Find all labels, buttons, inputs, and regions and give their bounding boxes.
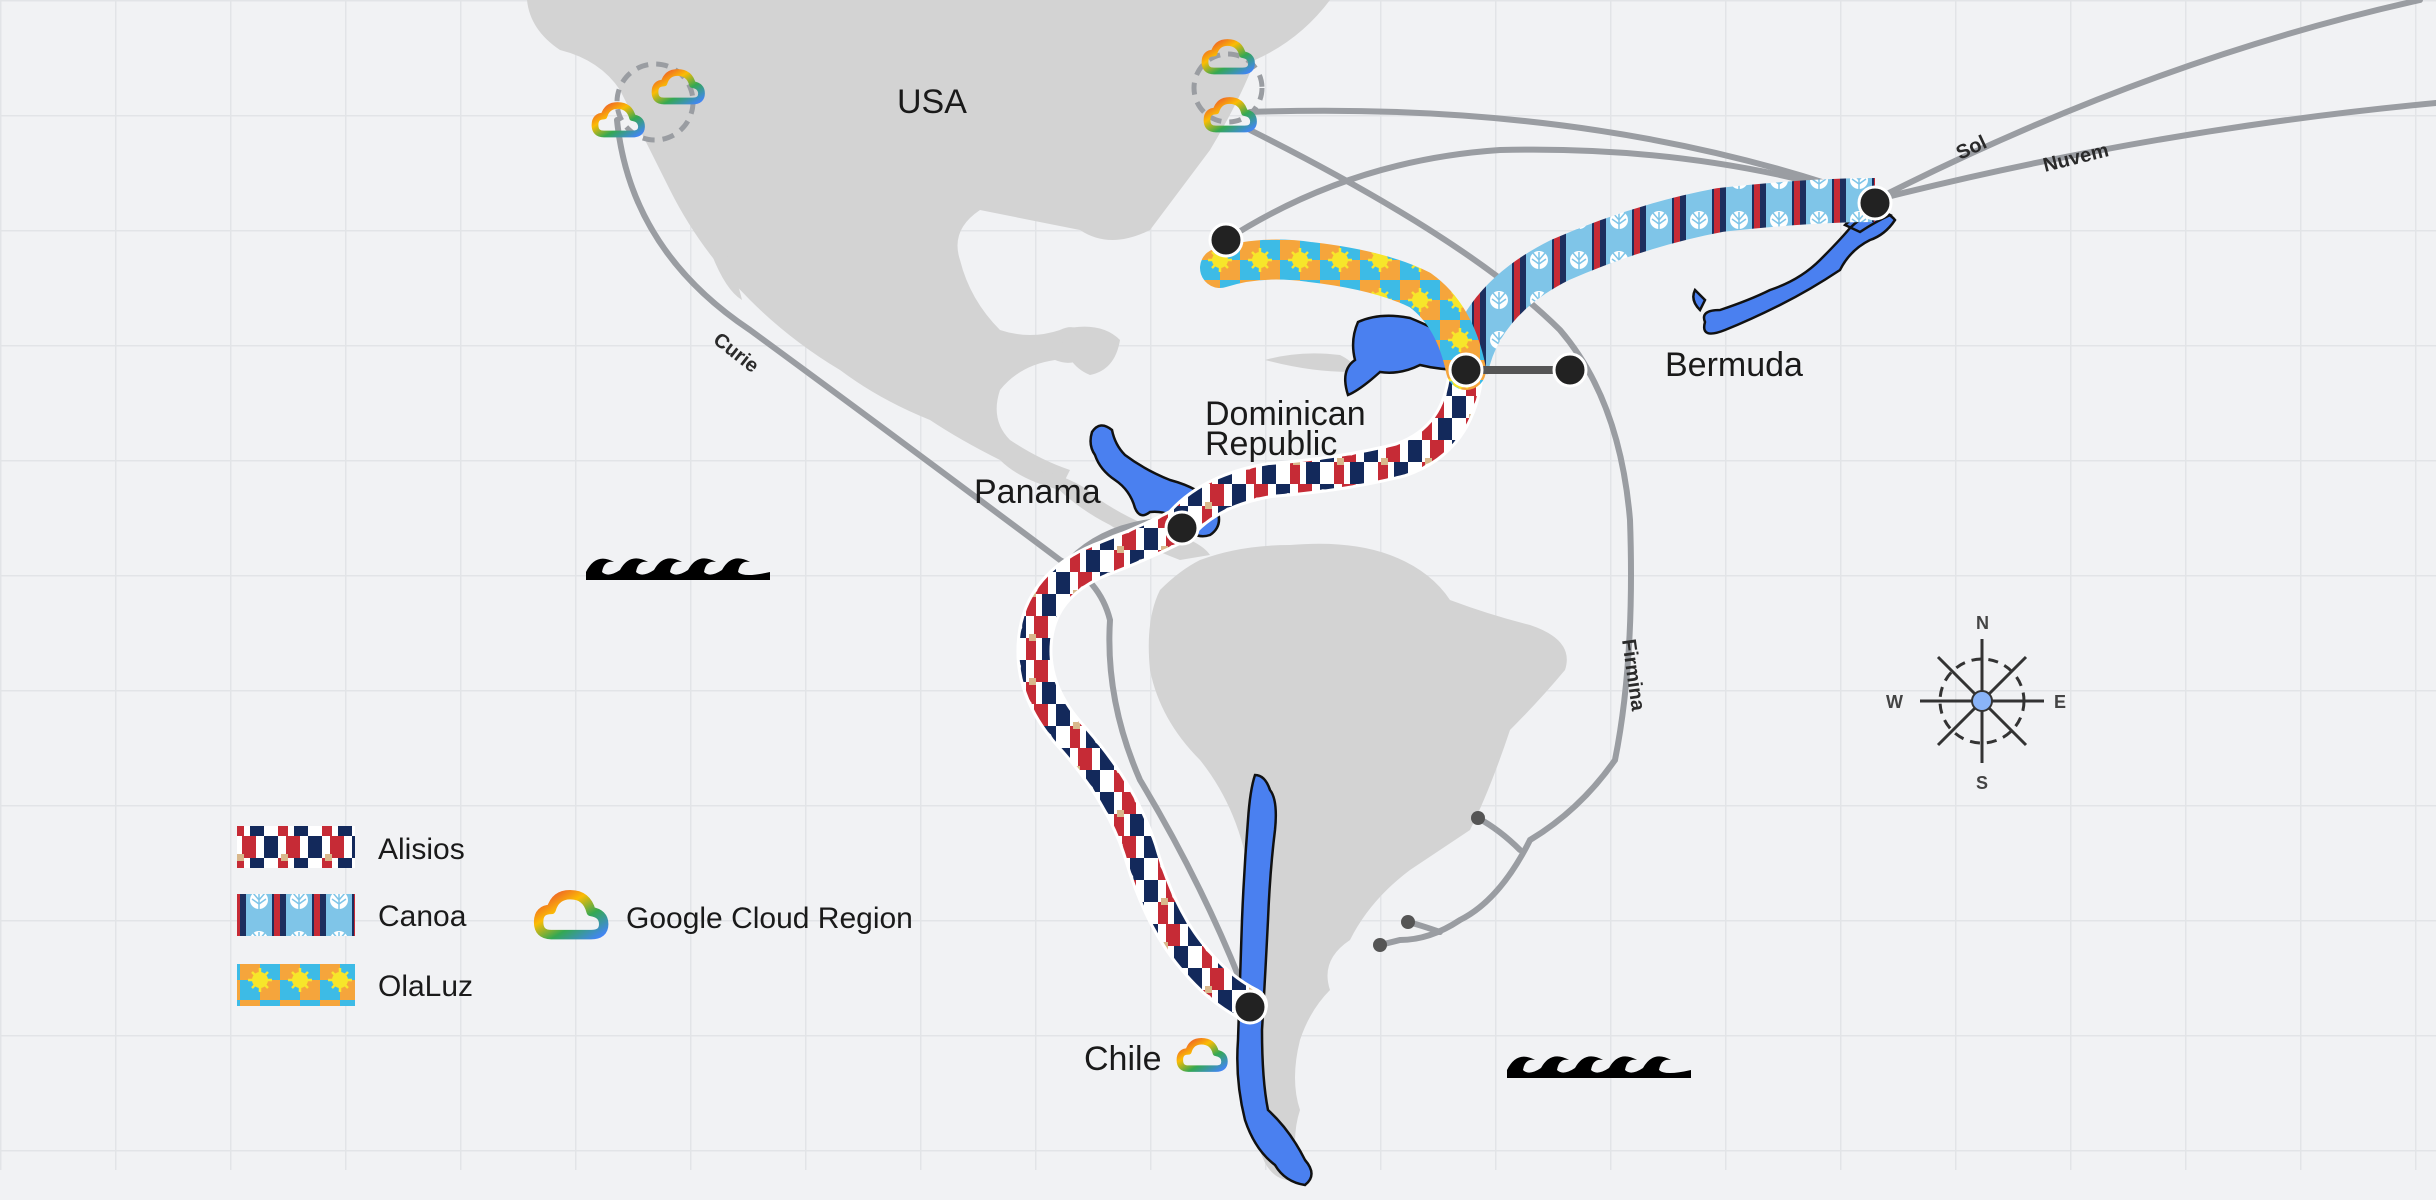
compass-n: N: [1976, 613, 1989, 633]
legend-label-google-cloud-region: Google Cloud Region: [626, 902, 913, 935]
legend-swatch-olaluz: [237, 964, 355, 1006]
cable-nuvem: [1872, 100, 2436, 203]
cable-usa-bermuda-1: [1247, 107, 1878, 203]
compass-e: E: [2054, 692, 2066, 712]
landing-point-chile: [1232, 989, 1268, 1025]
label-dominican-republic-line1: Dominican: [1205, 395, 1366, 433]
legend: Alisios Canoa OlaLuz Google Cloud Region: [237, 826, 913, 1006]
legend-label-alisios: Alisios: [378, 833, 465, 866]
cable-olaluz: [1200, 239, 1486, 390]
landing-point-panama: [1164, 510, 1200, 546]
landing-point-dominican-republic: [1448, 352, 1484, 388]
landing-point-florida: [1208, 222, 1244, 258]
landmass-yucatan: [1060, 326, 1120, 375]
country-chile: [1236, 773, 1313, 1187]
landmass-south-america: [1148, 543, 1567, 1181]
compass-s: S: [1976, 773, 1988, 793]
legend-swatch-alisios: [237, 826, 355, 868]
cloud-region-us-east: [1191, 43, 1265, 130]
landing-point-firmina: [1552, 352, 1588, 388]
landing-point-bermuda: [1857, 185, 1893, 221]
cloud-region-us-west: [595, 61, 702, 143]
label-bermuda: Bermuda: [1665, 346, 1803, 384]
landing-point-small: [1373, 938, 1387, 952]
cable-canoa: [1444, 178, 1876, 376]
cable-sol: [1872, 0, 2423, 203]
label-panama: Panama: [974, 473, 1101, 511]
landing-point-small: [1401, 915, 1415, 929]
landing-point-small: [1471, 811, 1485, 825]
label-usa: USA: [897, 83, 967, 121]
landing-points: [1164, 185, 1893, 1025]
cable-alisios: [1016, 352, 1484, 1023]
landmass-north-america: [527, 0, 1330, 490]
legend-swatch-canoa: [237, 894, 355, 936]
label-dominican-republic-line2: Republic: [1205, 425, 1337, 463]
compass-rose-icon: N E S W: [1886, 613, 2066, 793]
legend-label-olaluz: OlaLuz: [378, 970, 473, 1003]
label-chile: Chile: [1084, 1040, 1161, 1078]
cable-usa-bermuda-2: [1223, 146, 1878, 243]
legend-label-canoa: Canoa: [378, 900, 467, 933]
landmass-baja: [655, 130, 742, 300]
compass-w: W: [1886, 692, 1903, 712]
landmass-cuba: [1265, 353, 1354, 372]
